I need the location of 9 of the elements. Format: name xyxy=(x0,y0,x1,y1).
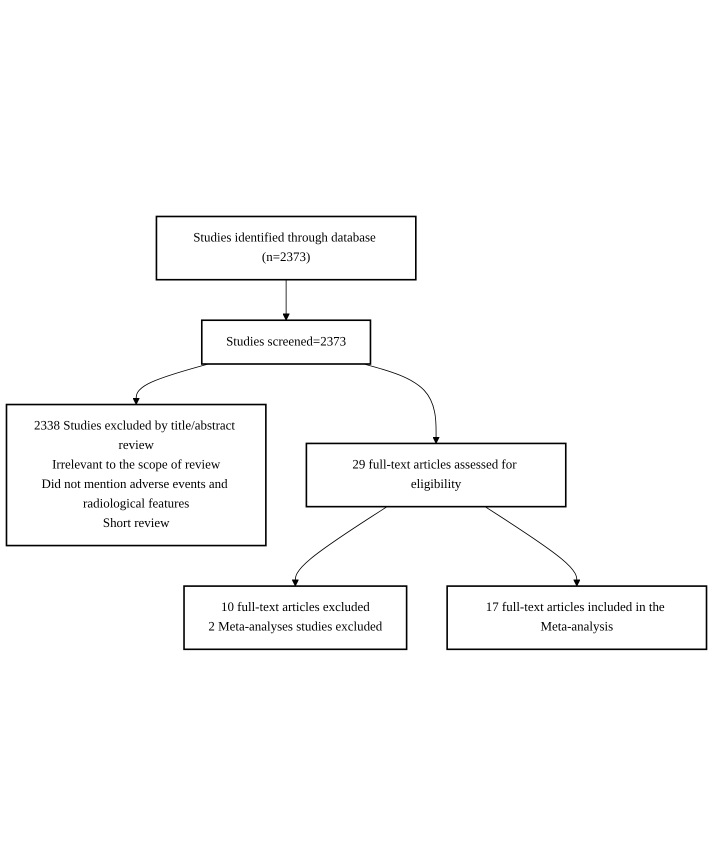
arrow xyxy=(484,506,580,586)
node-box: 29 full-text articles assessed for eligibility xyxy=(306,442,567,508)
node-box: 17 full-text articles included in the Meta-analysis xyxy=(446,585,708,650)
arrow xyxy=(292,506,388,586)
node-box: 10 full-text articles excluded 2 Meta-analyses studies excluded xyxy=(183,585,408,650)
node-box: Studies screened=2373 xyxy=(200,320,372,365)
arrow xyxy=(282,279,290,321)
node-box: Studies identified through database (n=2373) xyxy=(156,216,417,281)
node-box: 2338 Studies excluded by title/abstract review Irrelevant to the scope of review Did not mention adverse events and radiological features Short review xyxy=(6,404,267,546)
